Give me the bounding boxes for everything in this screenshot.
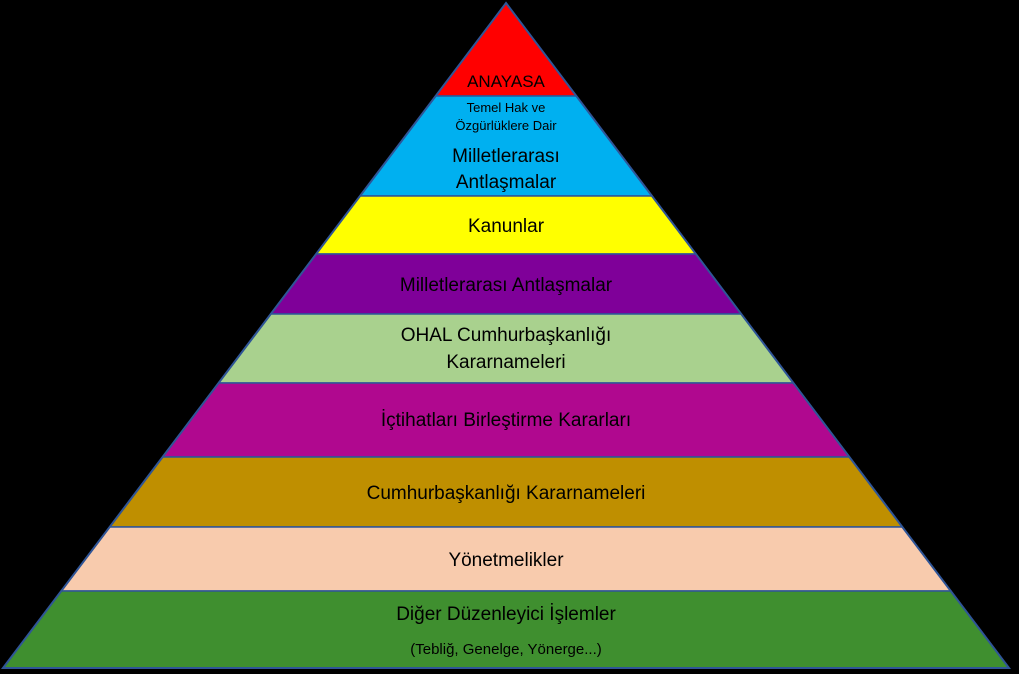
tier-label-anayasa-line-0: ANAYASA <box>467 72 545 91</box>
tier-milletlerarasi-temel: Temel Hak ve Özgürlüklere DairMilletlerar… <box>358 95 654 197</box>
tier-label-yonetmelikler-line-0: Yönetmelikler <box>448 550 564 571</box>
tier-milletlerarasi-antlasmalar: Milletlerarası Antlaşmalar <box>269 253 743 315</box>
tier-ictihatlari-birlestirme: İçtihatları Birleştirme Kararları <box>161 382 851 458</box>
tier-label-ohal-kararnameleri-line-1: Kararnameleri <box>446 352 565 373</box>
tier-label-ictihatlari-birlestirme-line-0: İçtihatları Birleştirme Kararları <box>381 410 631 431</box>
tier-label-milletlerarasi-temel-line-2: Milletlerarası <box>452 146 560 167</box>
tier-yonetmelikler: Yönetmelikler <box>59 526 953 592</box>
tier-label-milletlerarasi-antlasmalar-line-0: Milletlerarası Antlaşmalar <box>400 275 613 296</box>
tier-cumhurbaskanligi-kararnameleri: Cumhurbaşkanlığı Kararnameleri <box>108 456 904 528</box>
tier-label-kanunlar-line-0: Kanunlar <box>468 216 545 237</box>
tier-label-milletlerarasi-temel-line-1: Özgürlüklere Dair <box>455 118 557 133</box>
tier-label-diger-duzenleyici-islemler-line-1: (Tebliğ, Genelge, Yönerge...) <box>410 641 602 658</box>
tier-kanunlar: Kanunlar <box>314 195 698 255</box>
tier-anayasa: ANAYASA <box>434 1 578 97</box>
tier-diger-duzenleyici-islemler: Diğer Düzenleyici İşlemler (Tebliğ, Genel… <box>1 590 1011 669</box>
tier-label-cumhurbaskanligi-kararnameleri-line-0: Cumhurbaşkanlığı Kararnameleri <box>367 483 646 504</box>
tier-label-milletlerarasi-temel-line-0: Temel Hak ve <box>467 100 546 115</box>
tier-label-ohal-kararnameleri-line-0: OHAL Cumhurbaşkanlığı <box>401 325 612 346</box>
tier-label-milletlerarasi-temel-line-3: Antlaşmalar <box>456 172 557 193</box>
tier-label-diger-duzenleyici-islemler-line-0: Diğer Düzenleyici İşlemler <box>396 604 616 625</box>
